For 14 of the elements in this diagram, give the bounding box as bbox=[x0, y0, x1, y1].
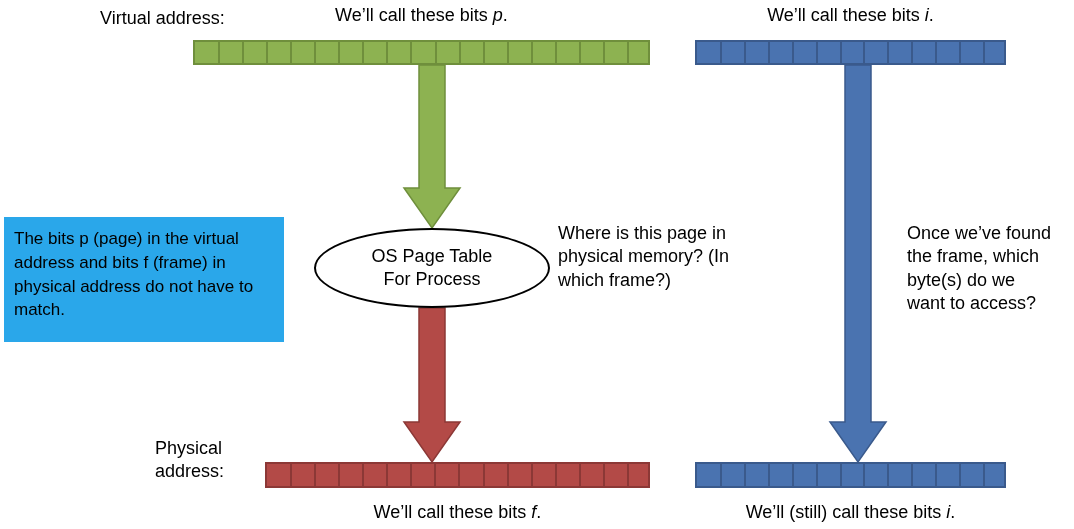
ellipse-text: OS Page Table For Process bbox=[370, 244, 494, 291]
annotation-text: Physical address: bbox=[155, 437, 226, 484]
note-box bbox=[4, 217, 284, 342]
bit-field-caption: We’ll call these bits i. bbox=[767, 5, 934, 26]
block-arrow bbox=[402, 64, 462, 230]
annotation-text: Where is this page in physical memory? (In which frame?) bbox=[558, 222, 731, 292]
block-arrow bbox=[402, 307, 462, 464]
annotation-text: Once we’ve found the frame, which byte(s) do we want to access? bbox=[907, 222, 1053, 316]
block-arrow bbox=[828, 64, 888, 464]
bit-field-caption: We’ll (still) call these bits i. bbox=[745, 502, 956, 523]
bit-field-caption: We’ll call these bits p. bbox=[335, 5, 508, 26]
annotation-text: Virtual address: bbox=[100, 7, 226, 30]
note-text: The bits p (page) in the virtual address and bits f (frame) in physical address do not have to match. bbox=[14, 228, 255, 322]
bit-field-caption: We’ll call these bits f. bbox=[373, 502, 542, 523]
